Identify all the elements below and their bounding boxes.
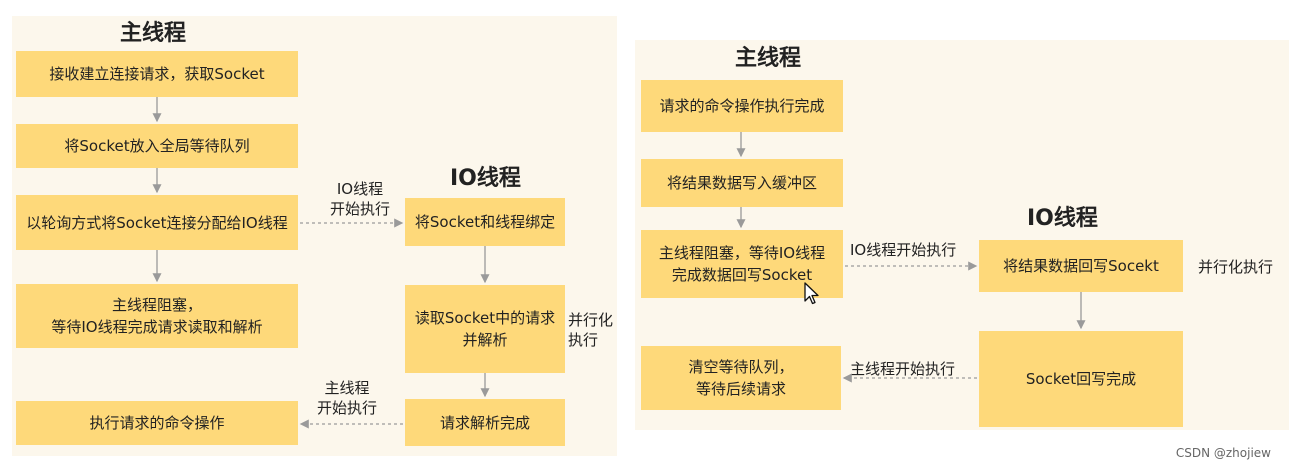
- left-main-start-label: 主线程 开始执行: [316, 379, 377, 417]
- footer-watermark: CSDN @zhojiew: [1175, 446, 1271, 460]
- box-text: 执行请求的命令操作: [89, 414, 225, 432]
- left-main-box-5: 执行请求的命令操作: [16, 401, 298, 445]
- right-main-thread-title: 主线程: [735, 46, 802, 71]
- box-text: 读取Socket中的请求并解析: [414, 309, 556, 349]
- left-parallel-label: 并行化 执行: [568, 311, 614, 349]
- box-text: 清空等待队列，等待后续请求: [688, 358, 794, 398]
- right-io-thread-title: IO线程: [1027, 206, 1098, 231]
- box-text: 请求的命令操作执行完成: [659, 97, 825, 115]
- left-main-thread-title: 主线程: [120, 21, 187, 46]
- left-io-box-1: 将Socket和线程绑定: [405, 198, 565, 246]
- left-io-start-label: IO线程 开始执行: [329, 180, 390, 218]
- right-main-box-2: 将结果数据写入缓冲区: [641, 159, 843, 207]
- left-main-box-4: 主线程阻塞，等待IO线程完成请求读取和解析: [16, 284, 298, 348]
- box-text: 将结果数据回写Socekt: [1003, 257, 1159, 275]
- right-main-box-4: 清空等待队列，等待后续请求: [641, 346, 841, 410]
- box-text: 主线程阻塞，等待IO线程完成请求读取和解析: [51, 296, 263, 336]
- right-io-start-label: IO线程开始执行: [850, 241, 957, 259]
- left-io-box-2: 读取Socket中的请求并解析: [405, 285, 565, 373]
- box-text: 接收建立连接请求，获取Socket: [49, 65, 265, 83]
- right-main-box-1: 请求的命令操作执行完成: [641, 80, 843, 132]
- left-main-box-3: 以轮询方式将Socket连接分配给IO线程: [16, 195, 298, 250]
- right-main-start-label: 主线程开始执行: [850, 360, 956, 378]
- box-text: 主线程阻塞，等待IO线程完成数据回写Socket: [658, 244, 826, 284]
- right-io-box-1: 将结果数据回写Socekt: [979, 240, 1183, 292]
- left-io-box-3: 请求解析完成: [405, 399, 565, 446]
- box-text: Socket回写完成: [1025, 370, 1137, 388]
- box-text: 将Socket和线程绑定: [414, 213, 556, 231]
- right-io-box-2: Socket回写完成: [979, 331, 1183, 427]
- box-text: 以轮询方式将Socket连接分配给IO线程: [26, 213, 288, 232]
- right-parallel-label: 并行化执行: [1198, 258, 1274, 276]
- left-main-box-1: 接收建立连接请求，获取Socket: [16, 51, 298, 97]
- box-text: 将结果数据写入缓冲区: [666, 174, 817, 192]
- box-text: 将Socket放入全局等待队列: [64, 137, 250, 155]
- left-main-box-2: 将Socket放入全局等待队列: [16, 124, 298, 168]
- left-io-thread-title: IO线程: [450, 166, 521, 191]
- box-text: 请求解析完成: [439, 413, 530, 432]
- mouse-cursor-icon: [804, 282, 819, 305]
